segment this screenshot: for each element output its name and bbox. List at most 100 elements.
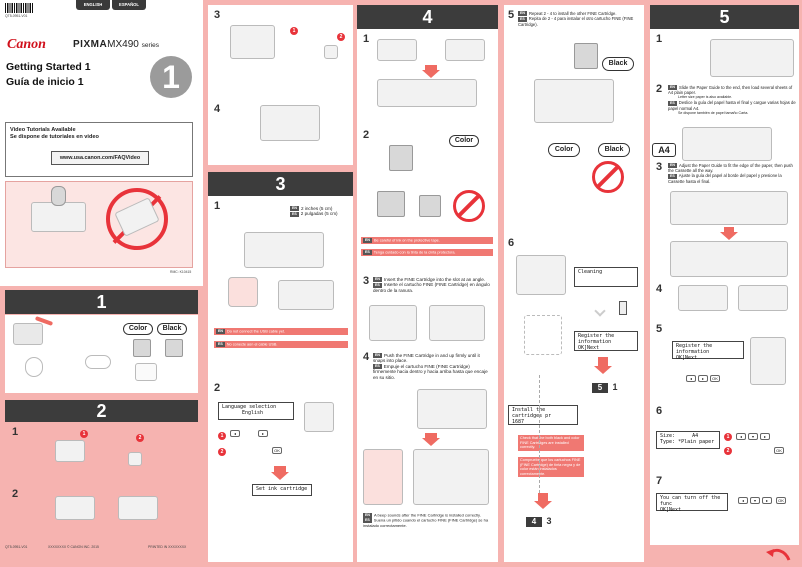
s4-step3-es: Inserte el cartucho FINE (FINE Cartridge… — [373, 282, 490, 293]
right-button[interactable]: ▸ — [258, 430, 268, 437]
s7-right-button[interactable]: ▸ — [762, 497, 772, 504]
section-5-step-5: 5 — [656, 323, 663, 335]
goto-4-sub: 3 — [546, 516, 552, 526]
s4-color-label: Color — [449, 135, 479, 147]
tray-open-illustration — [55, 496, 95, 520]
s5-step2-en-note: Letter size paper is also available. — [678, 95, 733, 100]
lcd-paper-settings: Size: A4 Type: *Plain paper — [656, 431, 720, 449]
top-step-3: 3 — [214, 9, 221, 21]
cassette-pull-illustration — [710, 39, 794, 77]
s6-ok-button[interactable]: OK — [774, 447, 784, 454]
model-name: PIXMAMX490 series — [73, 39, 159, 50]
section-4-header: 4 — [357, 5, 498, 29]
check-cartridges-en: Check that the both black and color FINE… — [518, 435, 584, 451]
section-2-header: 2 — [5, 400, 198, 422]
s6-right-button[interactable]: ▸ — [760, 433, 770, 440]
hourglass-icon — [619, 301, 627, 315]
goto-section-5[interactable]: 5 1 — [592, 377, 622, 393]
turn-page-icon[interactable] — [765, 546, 791, 562]
s6-left-button[interactable]: ◂ — [736, 433, 746, 440]
down-arrow-icon — [271, 472, 289, 480]
s5-step2-es-note: Se dispone también de papel tamaño Carta… — [678, 110, 749, 115]
caution-box — [5, 181, 193, 268]
video-url[interactable]: www.usa.canon.com/FAQVideo — [51, 151, 149, 165]
section-4-step-2: 2 — [363, 129, 370, 141]
s5-right-button[interactable]: ▸ — [698, 375, 708, 382]
lcd-install-line2: 1687 — [512, 419, 525, 425]
goto-b-arrow-icon — [534, 501, 552, 509]
push-cartridge-illustration — [417, 389, 487, 429]
goto-5-num: 5 — [592, 383, 608, 393]
prohibited-icon — [106, 188, 168, 250]
lcd-register-line1: Register the information — [578, 333, 615, 345]
section-4-step-5: 5 — [508, 9, 515, 21]
lang-callout-2: 2 — [218, 448, 226, 456]
lcd-type-value: *Plain paper — [678, 439, 715, 445]
paper-guide-illustration — [670, 191, 788, 225]
section-4-step-6: 6 — [508, 237, 515, 249]
lcd-cleaning: Cleaning — [574, 267, 638, 287]
s5-ok-button[interactable]: OK — [710, 375, 720, 382]
cartridge-tape-illustration — [377, 191, 405, 217]
printer-open-illustration — [230, 25, 275, 59]
section-2-step-2: 2 — [12, 488, 19, 500]
lcd-register: Register the information OK]Next — [574, 331, 638, 351]
s7-mid-button[interactable]: ▾ — [750, 497, 760, 504]
black-cartridge-box — [574, 43, 598, 69]
s5-lcd-register: Register the information OK]Next — [672, 341, 744, 361]
lang-tab-espanol[interactable]: ESPAÑOL — [112, 0, 146, 10]
section-5-step-1: 1 — [656, 33, 663, 45]
holder-illustration — [377, 79, 477, 107]
lcd-turnoff-line1: You can turn off the func — [660, 495, 721, 507]
step-callout-1: 1 — [80, 430, 88, 438]
lcd-size-label: Size: — [660, 433, 676, 439]
barcode-number: QT5-0951-V01 — [5, 14, 28, 18]
s5-left-button[interactable]: ◂ — [686, 375, 696, 382]
lang-tab-english[interactable]: ENGLISH — [76, 0, 110, 10]
dashed-guide-line — [539, 375, 540, 493]
s5-lcd-register-line1: Register the information — [676, 343, 713, 355]
s7-left-button[interactable]: ◂ — [738, 497, 748, 504]
s4-arrow-shaft — [425, 65, 437, 70]
printer-lift-illustration — [31, 202, 86, 232]
goto-5-sub: 1 — [612, 382, 618, 392]
goto-section-4-3[interactable]: 4 3 — [526, 511, 556, 527]
section-4-step-1: 1 — [363, 33, 370, 45]
goto-arrow-shaft — [598, 357, 608, 367]
s5-step3-en: Adjust the Paper Guide to fit the edge o… — [668, 163, 793, 174]
lang-callout-1: 1 — [218, 432, 226, 440]
section-2: 2 1 1 2 2 QT5-0951-V01 XXXXXXXX © CANON … — [0, 396, 203, 567]
chevron-down-icon — [594, 305, 606, 317]
manuals-illustration — [135, 363, 157, 381]
s7-ok-button[interactable]: OK — [776, 497, 786, 504]
open-cover-illustration — [445, 39, 485, 61]
left-button[interactable]: ◂ — [230, 430, 240, 437]
s5-arrow-icon — [720, 232, 738, 240]
s6-mid-button[interactable]: ▾ — [748, 433, 758, 440]
section-4-step-4: 4 — [363, 351, 370, 363]
lcd-set-ink-text: Set ink cartridge — [256, 486, 308, 492]
ok-button[interactable]: OK — [272, 447, 282, 454]
power-cord-connect-illustration — [244, 232, 324, 268]
video-url-text: www.usa.canon.com/FAQVideo — [59, 155, 141, 161]
footer-code: QT5-0951-V01 — [5, 545, 28, 549]
panel-b-top-card: 3 1 2 4 — [208, 5, 353, 165]
close-cover-illustration — [516, 255, 566, 295]
black-cartridge-illustration — [165, 339, 183, 357]
section-5-step-2: 2 — [656, 83, 663, 95]
goto-arrow-icon — [594, 366, 612, 374]
cassette-insert-illustration — [670, 241, 788, 277]
cartridge-clean-illustration — [419, 195, 441, 217]
